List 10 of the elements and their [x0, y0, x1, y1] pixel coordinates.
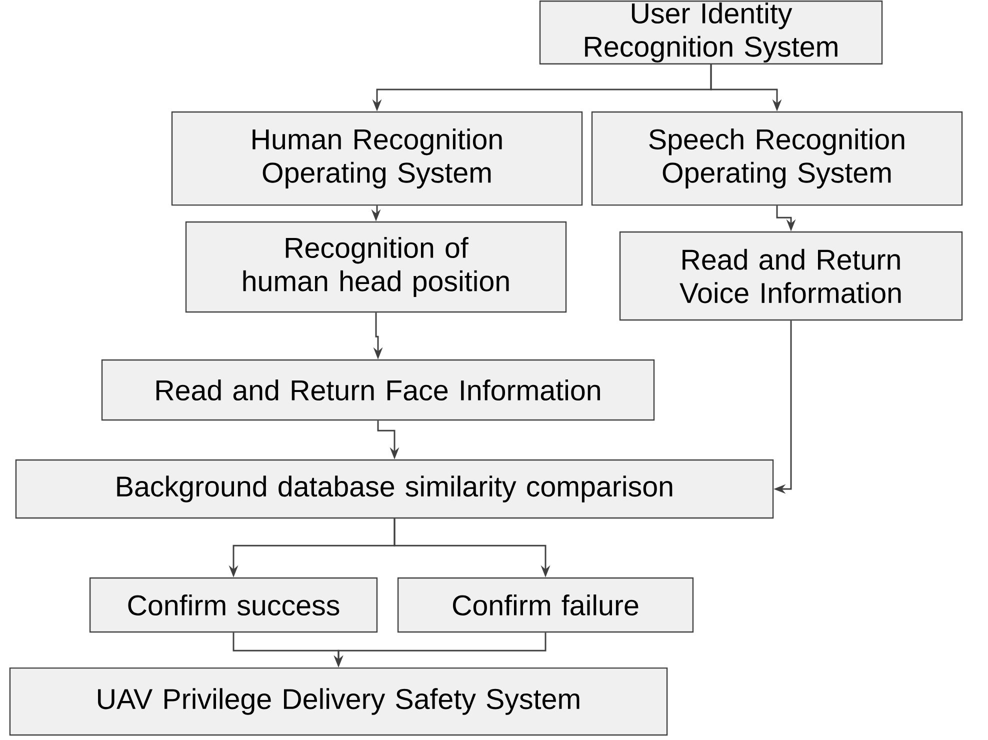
- process-box: Speech Recognition Operating System: [591, 111, 963, 206]
- process-box: Background database similarity comparison: [15, 459, 774, 519]
- process-box: Recognition of human head position: [185, 221, 567, 313]
- process-box: Read and Return Voice Information: [619, 231, 963, 321]
- process-box: Read and Return Face Information: [101, 359, 655, 421]
- process-box: Confirm failure: [397, 577, 694, 633]
- process-box: UAV Privilege Delivery Safety System: [9, 667, 668, 736]
- process-box: User Identity Recognition System: [539, 0, 883, 64]
- process-box: Human Recognition Operating System: [171, 111, 583, 206]
- process-box: Confirm success: [89, 577, 378, 633]
